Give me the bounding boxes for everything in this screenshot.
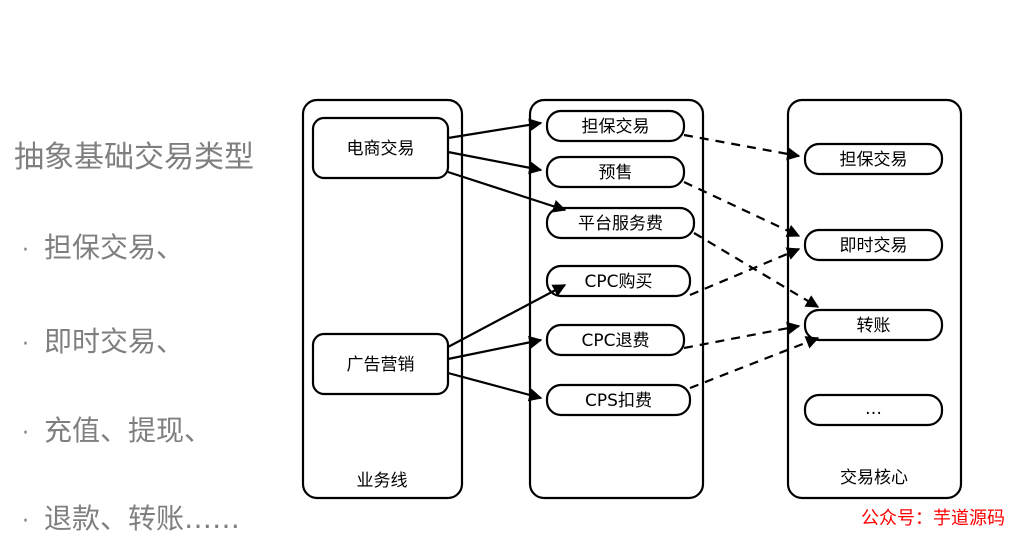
node-more-ellipsis-label: … <box>865 399 882 419</box>
bullet-label-0: 担保交易、 <box>44 231 185 264</box>
node-presale[interactable]: 预售 <box>545 155 686 189</box>
node-ecommerce-trade-box[interactable] <box>311 116 450 180</box>
node-cpc-purchase-box[interactable] <box>545 264 692 298</box>
bullet-marker-icon: · <box>22 238 29 263</box>
node-instant-trade-label: 即时交易 <box>840 236 908 256</box>
node-more-ellipsis[interactable]: … <box>803 393 944 427</box>
node-more-ellipsis-box[interactable] <box>803 393 944 427</box>
edge-ecommerce-to-platform-fee <box>447 170 567 213</box>
bullet-marker-icon: · <box>22 332 29 357</box>
node-escrow-trade-core-label: 担保交易 <box>840 150 908 170</box>
bullet-item-0: · 担保交易、 <box>22 232 184 267</box>
node-cpc-purchase[interactable]: CPC购买 <box>545 264 692 298</box>
node-instant-trade[interactable]: 即时交易 <box>803 228 944 262</box>
edge-ad-to-cpc-purchase <box>447 284 567 348</box>
edge-cpc-purchase-to-instant-trade <box>689 247 801 297</box>
edge-cpc-refund-to-transfer <box>683 321 801 350</box>
node-escrow-trade-scene-box[interactable] <box>545 109 686 143</box>
node-cps-deduction[interactable]: CPS扣费 <box>545 383 692 417</box>
edges-solid-group <box>447 118 567 402</box>
node-ad-marketing[interactable]: 广告营销 <box>311 332 450 396</box>
node-escrow-trade-core[interactable]: 担保交易 <box>803 142 944 176</box>
node-transfer-label: 转账 <box>857 316 891 336</box>
node-transfer[interactable]: 转账 <box>803 308 944 342</box>
node-instant-trade-box[interactable] <box>803 228 944 262</box>
panel-footer-label-business-line: 业务线 <box>357 471 408 491</box>
column-scene-layer: 担保交易 预售 平台服务费 CPC购买 CPC退费 CPS扣费 <box>528 98 705 500</box>
edge-cps-deduction-to-transfer <box>689 336 820 390</box>
column-trade-core: 交易核心 担保交易 即时交易 转账 … <box>786 98 963 500</box>
watermark-text: 公众号：芋道源码 <box>861 508 1005 529</box>
bullet-marker-icon: · <box>22 509 29 534</box>
node-transfer-box[interactable] <box>803 308 944 342</box>
node-escrow-trade-core-box[interactable] <box>803 142 944 176</box>
node-cpc-refund-label: CPC退费 <box>582 331 650 351</box>
bullet-label-1: 即时交易、 <box>44 325 185 358</box>
node-ad-marketing-box[interactable] <box>311 332 450 396</box>
node-cpc-refund-box[interactable] <box>545 323 686 357</box>
bullet-item-1: · 即时交易、 <box>22 326 184 361</box>
node-presale-label: 预售 <box>599 163 633 183</box>
left-text-panel: 抽象基础交易类型 · 担保交易、 · 即时交易、 · 充值、提现、 · 退款、转… <box>0 0 300 538</box>
node-ad-marketing-label: 广告营销 <box>347 355 415 375</box>
node-cps-deduction-box[interactable] <box>545 383 692 417</box>
page-title: 抽象基础交易类型 <box>14 140 254 175</box>
edge-platform-fee-to-transfer <box>693 232 820 308</box>
edge-ad-to-cps-deduction <box>447 371 543 402</box>
node-presale-box[interactable] <box>545 155 686 189</box>
node-cpc-purchase-label: CPC购买 <box>585 272 653 292</box>
bullet-marker-icon: · <box>22 421 29 446</box>
column-business-line: 业务线 电商交易 广告营销 <box>301 98 464 500</box>
node-ecommerce-trade-label: 电商交易 <box>347 139 415 159</box>
bullet-label-3: 退款、转账…… <box>44 502 241 535</box>
node-ecommerce-trade[interactable]: 电商交易 <box>311 116 450 180</box>
edge-ecommerce-to-escrow <box>447 118 543 140</box>
node-cpc-refund[interactable]: CPC退费 <box>545 323 686 357</box>
bullet-item-2: · 充值、提现、 <box>22 415 212 450</box>
edge-presale-to-instant-trade <box>683 181 801 237</box>
bullet-label-2: 充值、提现、 <box>44 414 213 447</box>
node-escrow-trade-scene-label: 担保交易 <box>582 117 650 137</box>
node-platform-service-fee-label: 平台服务费 <box>578 214 663 234</box>
node-platform-service-fee-box[interactable] <box>545 206 696 240</box>
panel-footer-label-trade-core: 交易核心 <box>840 468 908 488</box>
edge-escrow-scene-to-escrow-core <box>683 133 801 161</box>
edges-dashed-group <box>683 133 820 390</box>
bullet-item-3: · 退款、转账…… <box>22 503 240 538</box>
node-platform-service-fee[interactable]: 平台服务费 <box>545 206 696 240</box>
node-escrow-trade-scene[interactable]: 担保交易 <box>545 109 686 143</box>
edge-ad-to-cpc-refund <box>447 335 543 361</box>
node-cps-deduction-label: CPS扣费 <box>585 391 652 411</box>
edge-ecommerce-to-presale <box>447 150 543 175</box>
panel-business-line-border <box>301 98 464 500</box>
